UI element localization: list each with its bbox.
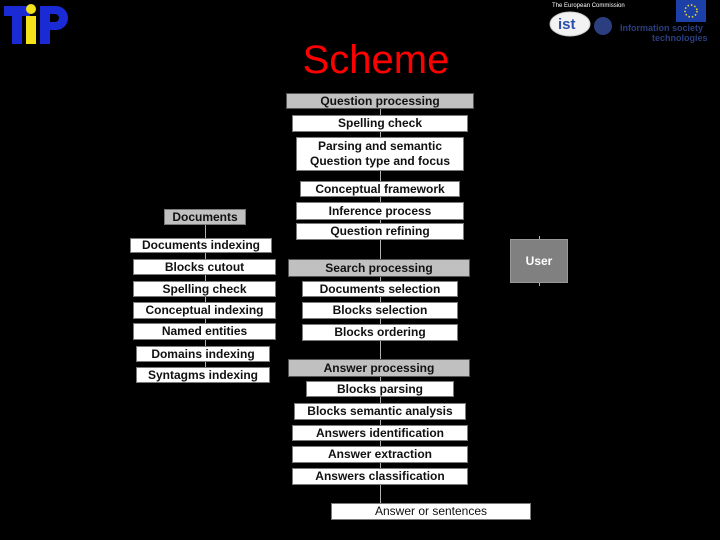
question-refining-box: Question refining xyxy=(296,223,464,240)
doc-spelling-check-box: Spelling check xyxy=(133,281,276,297)
answer-extraction-box: Answer extraction xyxy=(292,446,468,463)
named-entities-box: Named entities xyxy=(133,323,276,340)
blocks-parsing-box: Blocks parsing xyxy=(306,381,454,397)
domains-indexing-box: Domains indexing xyxy=(136,346,270,362)
search-processing-header: Search processing xyxy=(288,259,470,277)
documents-selection-box: Documents selection xyxy=(302,281,458,297)
parsing-line2: Question type and focus xyxy=(309,154,450,168)
spelling-check-box: Spelling check xyxy=(292,115,468,132)
page-title: Scheme xyxy=(302,38,450,82)
blocks-cutout-box: Blocks cutout xyxy=(133,259,276,275)
question-processing-header: Question processing xyxy=(286,93,474,109)
documents-indexing-box: Documents indexing xyxy=(130,238,272,253)
blocks-selection-box: Blocks selection xyxy=(302,302,458,319)
svg-text:technologies: technologies xyxy=(652,33,708,43)
answer-processing-header: Answer processing xyxy=(288,359,470,377)
documents-header: Documents xyxy=(164,209,246,225)
user-box: User xyxy=(510,239,568,283)
documents-flow-line xyxy=(205,222,206,372)
answer-or-sentences-box: Answer or sentences xyxy=(331,503,531,520)
parsing-box: Parsing and semantic Question type and f… xyxy=(296,137,464,171)
conceptual-indexing-box: Conceptual indexing xyxy=(133,302,276,319)
conceptual-framework-box: Conceptual framework xyxy=(300,181,460,197)
tip-logo xyxy=(4,2,72,46)
blocks-semantic-analysis-box: Blocks semantic analysis xyxy=(294,403,466,420)
svg-text:Information society: Information society xyxy=(620,23,703,33)
european-commission-logo: The European Commission ist Information … xyxy=(548,0,718,44)
inference-process-box: Inference process xyxy=(296,202,464,220)
parsing-line1: Parsing and semantic xyxy=(317,139,443,153)
svg-text:The European Commission: The European Commission xyxy=(552,3,625,9)
blocks-ordering-box: Blocks ordering xyxy=(302,324,458,341)
syntagms-indexing-box: Syntagms indexing xyxy=(136,367,270,383)
svg-text:ist: ist xyxy=(558,16,576,33)
answers-classification-box: Answers classification xyxy=(292,468,468,485)
answers-identification-box: Answers identification xyxy=(292,425,468,441)
